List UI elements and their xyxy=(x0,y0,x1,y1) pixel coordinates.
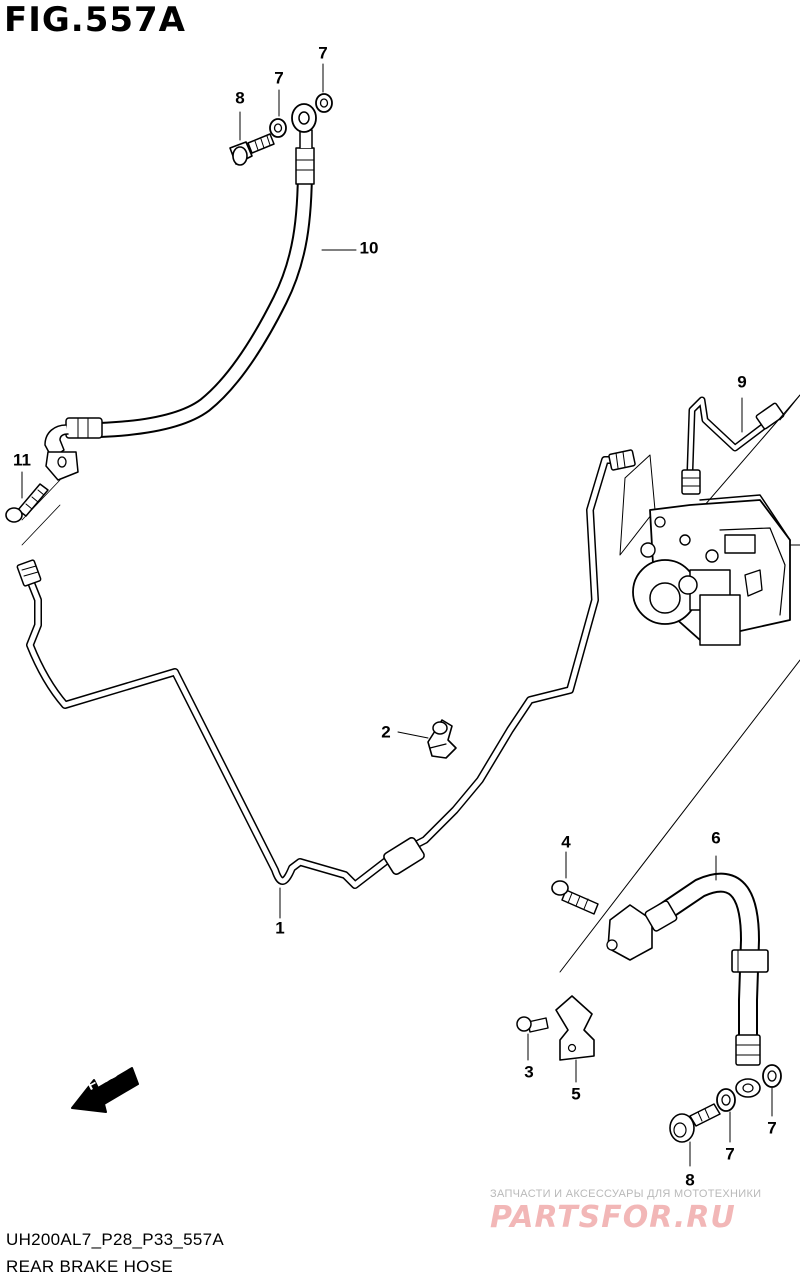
washer-icon xyxy=(762,1064,782,1117)
washer-icon xyxy=(315,63,333,113)
figure-code: UH200AL7_P28_P33_557A xyxy=(6,1230,225,1249)
callout-label: 10 xyxy=(359,238,379,258)
part-1-brake-pipe xyxy=(16,449,636,919)
callout-label: 2 xyxy=(381,722,391,742)
callout-label: 7 xyxy=(725,1144,735,1164)
callout-label: 8 xyxy=(685,1170,695,1190)
figure-caption: REAR BRAKE HOSE xyxy=(6,1257,173,1276)
clamp-icon xyxy=(397,719,457,759)
callout-label: 4 xyxy=(561,832,571,852)
callout-label: 1 xyxy=(275,918,285,938)
washer-icon xyxy=(716,1088,736,1143)
part-6-brake-hose xyxy=(606,855,769,1098)
part-10-brake-hose xyxy=(44,103,357,481)
callout-label: 3 xyxy=(524,1062,534,1082)
part-9-brake-pipe xyxy=(681,396,785,495)
bracket-icon xyxy=(555,995,595,1083)
callout-label: 11 xyxy=(13,450,31,470)
forward-arrow-icon xyxy=(71,1067,139,1113)
callout-label: 7 xyxy=(767,1118,777,1138)
watermark-tagline: ЗАПЧАСТИ И АКСЕССУАРЫ ДЛЯ МОТОТЕХНИКИ xyxy=(490,1188,762,1200)
watermark-logo: PARTSFOR.RU xyxy=(490,1200,736,1235)
callout-label: 7 xyxy=(274,68,284,88)
washer-icon xyxy=(269,89,287,138)
callout-label: 9 xyxy=(737,372,747,392)
callout-label: 5 xyxy=(571,1084,581,1104)
abs-unit-icon xyxy=(559,394,800,973)
callout-label: 8 xyxy=(235,88,245,108)
callout-label: 6 xyxy=(711,828,721,848)
figure-title: FIG.557A xyxy=(4,0,186,40)
union-bolt-icon xyxy=(669,1103,721,1167)
bolt-icon xyxy=(5,471,49,523)
union-bolt-icon xyxy=(229,111,275,166)
bolt-icon xyxy=(516,1016,549,1061)
bolt-icon xyxy=(551,851,599,915)
callout-label: 7 xyxy=(318,43,328,63)
